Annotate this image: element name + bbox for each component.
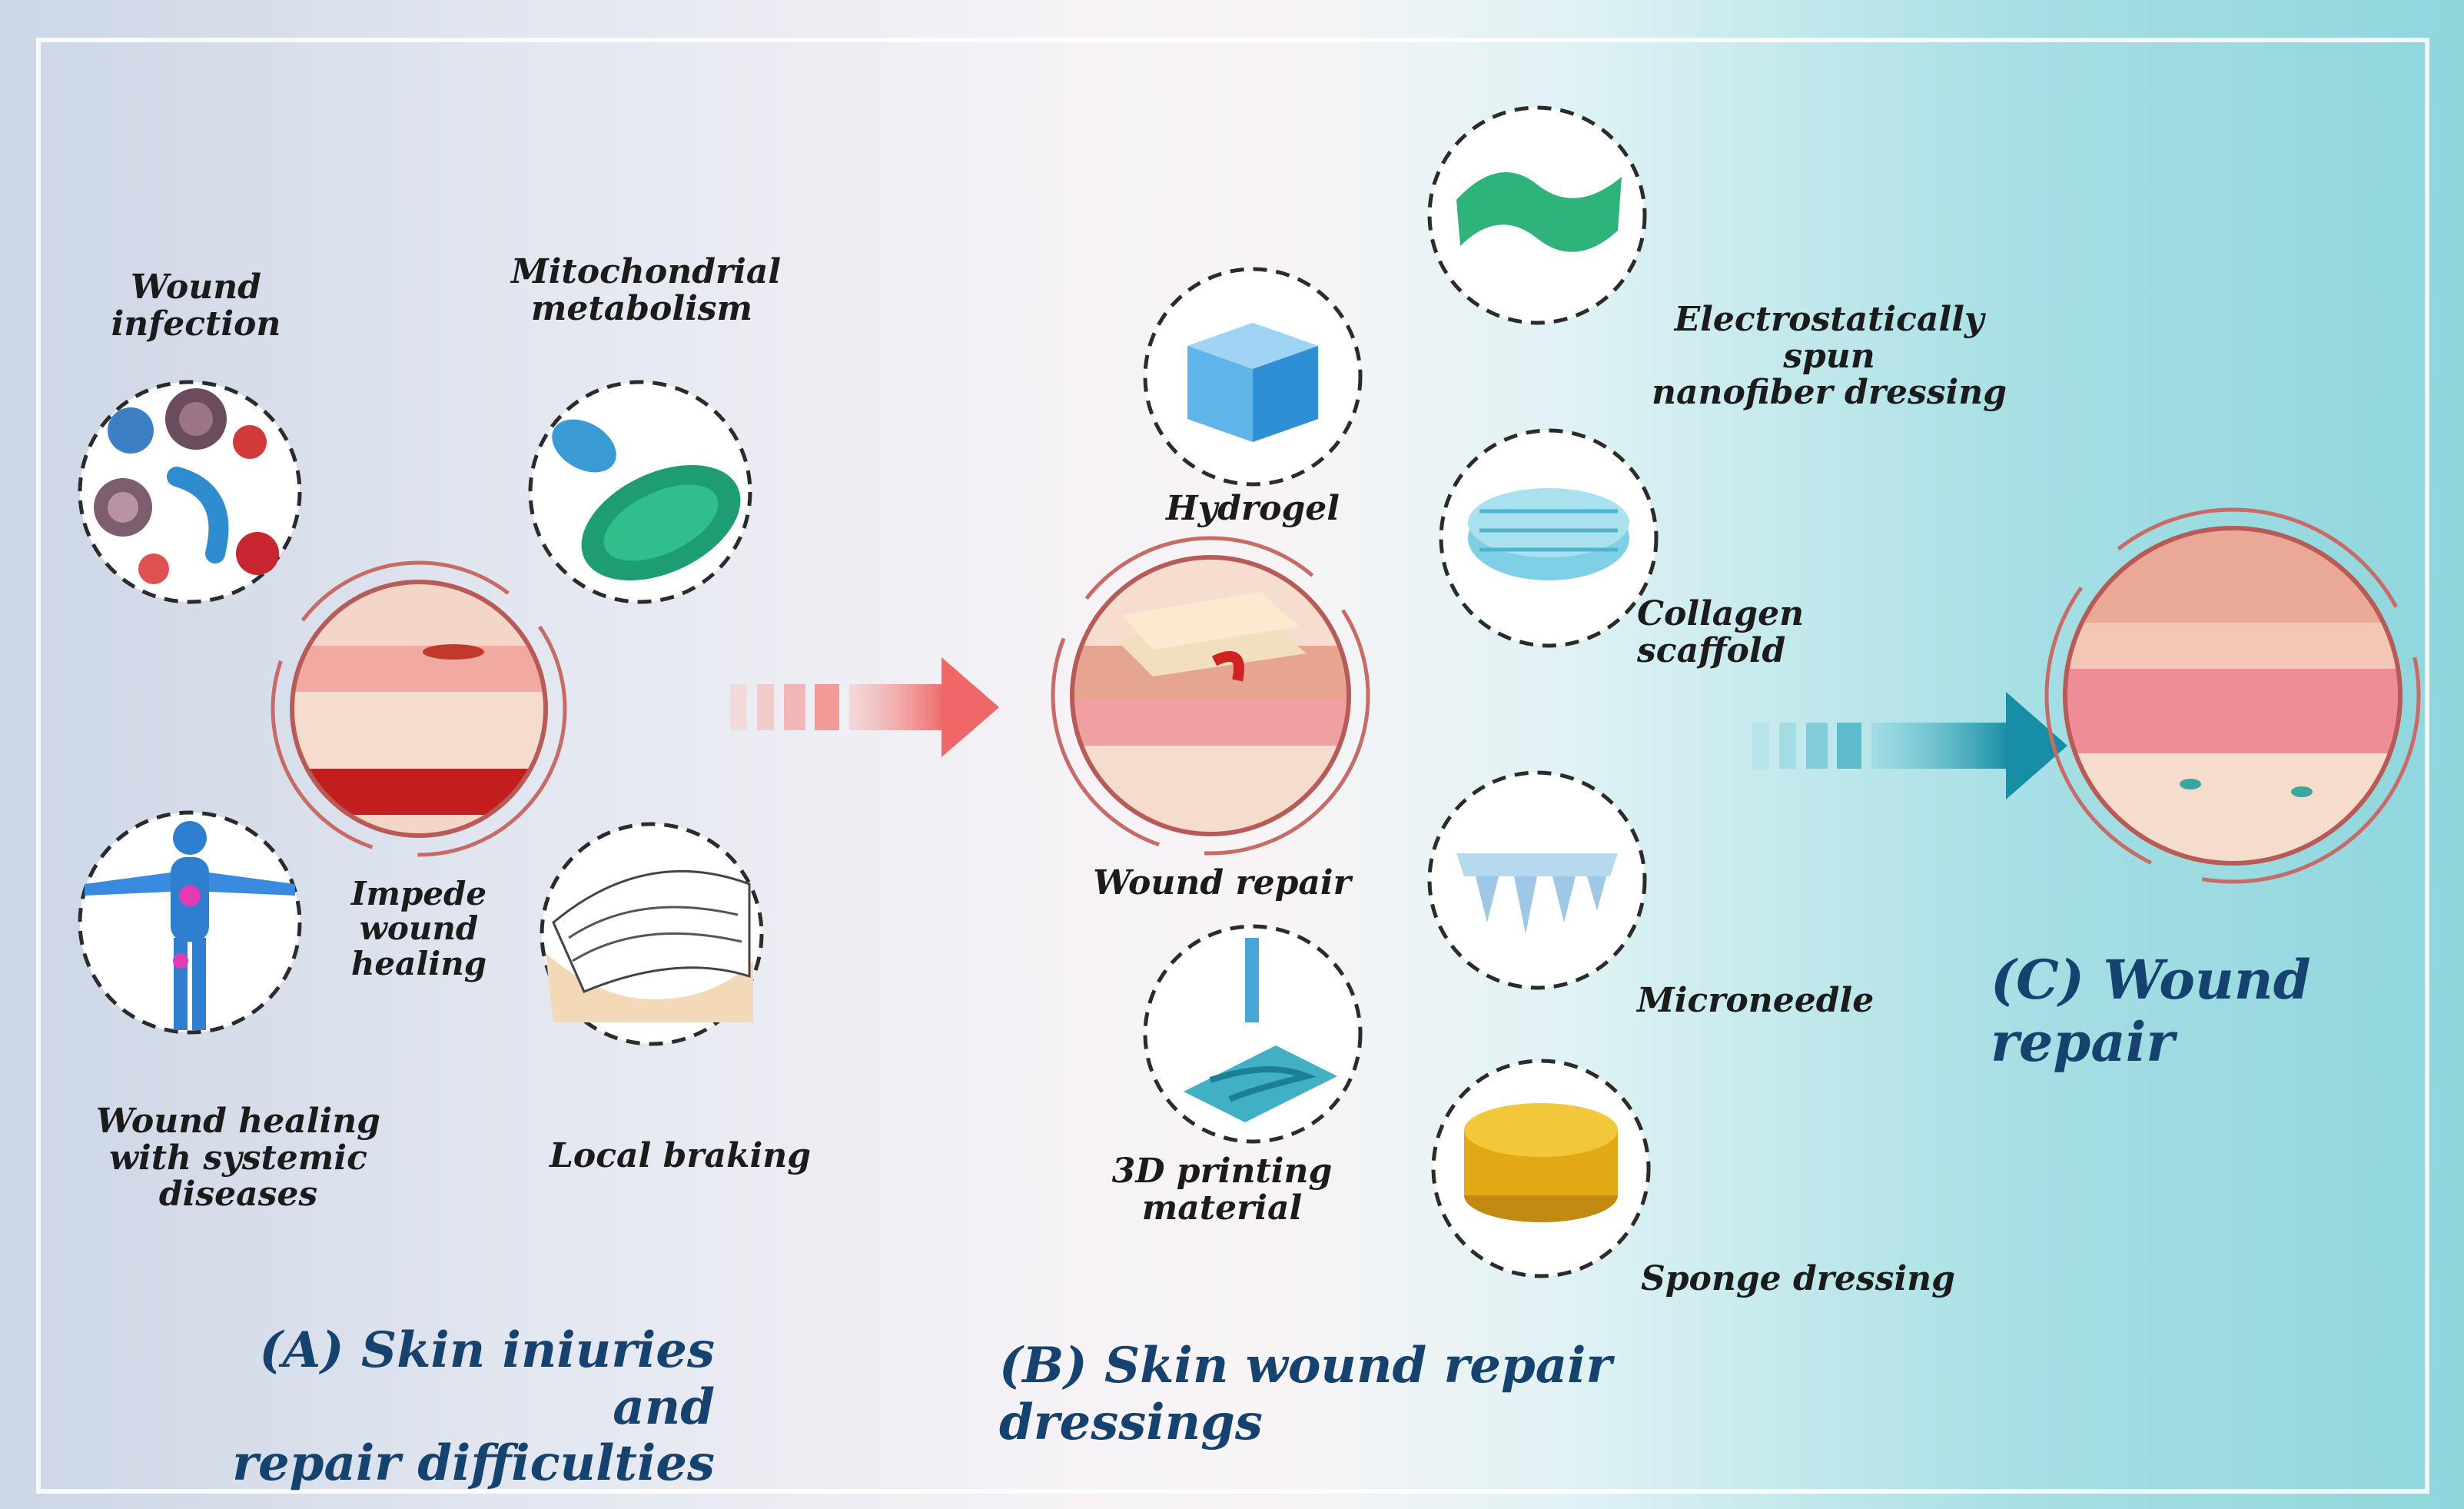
- outer-frame: [36, 38, 2429, 1494]
- title-line: (C) Wound repair: [1991, 948, 2311, 1074]
- injured-skin-illustration: [271, 560, 567, 857]
- printing-icon: [1143, 924, 1363, 1144]
- wound-infection-icon: [78, 380, 302, 604]
- label-line: with systemic diseases: [109, 1138, 367, 1215]
- bandage-icon: [540, 822, 764, 1046]
- label-line: nanofiber dressing: [1651, 373, 2007, 413]
- label-local-braking: Local braking: [542, 1138, 819, 1175]
- teal-arrow: [1752, 692, 2067, 799]
- label-line: Mitochondrial: [511, 252, 782, 291]
- panel-b-title: (B) Skin wound repair dressings: [999, 1338, 1768, 1451]
- microneedle-icon: [1427, 770, 1647, 990]
- label-line: scaffold: [1637, 630, 1786, 670]
- label-hydrogel: Hydrogel: [1137, 490, 1368, 527]
- collagen-scaffold-icon: [1439, 428, 1659, 648]
- label-3d-printing: 3D printing material: [1030, 1153, 1414, 1226]
- human-body-icon: [78, 810, 302, 1035]
- mitochondria-icon: [528, 380, 752, 604]
- label-text: Local braking: [549, 1136, 812, 1175]
- label-line: metabolism: [530, 288, 753, 328]
- healed-skin-illustration: [2044, 507, 2421, 884]
- label-text: Hydrogel: [1166, 489, 1340, 528]
- label-wound-infection: Wound infection: [46, 269, 346, 342]
- title-line: (B) Skin wound repair dressings: [999, 1337, 1612, 1451]
- label-line: Electrostatically spun: [1674, 300, 1984, 376]
- sponge-icon: [1431, 1059, 1651, 1278]
- label-wound-repair-b: Wound repair: [1076, 865, 1368, 902]
- label-line: wound healing: [350, 909, 487, 982]
- electrospun-nanofiber-icon: [1427, 105, 1647, 325]
- hydrogel-icon: [1143, 267, 1363, 487]
- label-electrospun: Electrostatically spun nanofiber dressin…: [1629, 301, 2029, 411]
- red-arrow: [730, 657, 999, 757]
- label-text: Sponge dressing: [1641, 1259, 1955, 1298]
- title-line: (A) Skin iniuries and: [259, 1321, 715, 1436]
- label-mitochondrial-metabolism: Mitochondrial metabolism: [511, 252, 782, 328]
- label-sponge: Sponge dressing: [1641, 1261, 1964, 1298]
- title-line: repair difficulties: [232, 1434, 715, 1493]
- label-collagen: Collagen scaffold: [1637, 596, 1821, 669]
- panel-a-title: (A) Skin iniuries and repair difficultie…: [177, 1322, 715, 1492]
- panel-c-title: (C) Wound repair: [1991, 949, 2421, 1073]
- label-microneedle: Microneedle: [1637, 982, 1883, 1019]
- label-text: Microneedle: [1637, 981, 1875, 1020]
- label-text: 3D printing material: [1111, 1152, 1333, 1228]
- label-impede-wound-healing: Impede wound healing: [288, 876, 550, 981]
- label-text: Wound repair: [1093, 863, 1351, 902]
- label-text: Wound infection: [111, 268, 281, 344]
- wound-repair-skin-illustration: [1051, 536, 1370, 856]
- label-line: Impede: [350, 875, 487, 912]
- label-line: Wound healing: [96, 1102, 380, 1141]
- label-systemic-diseases: Wound healing with systemic diseases: [46, 1103, 430, 1213]
- label-line: Collagen: [1637, 594, 1805, 633]
